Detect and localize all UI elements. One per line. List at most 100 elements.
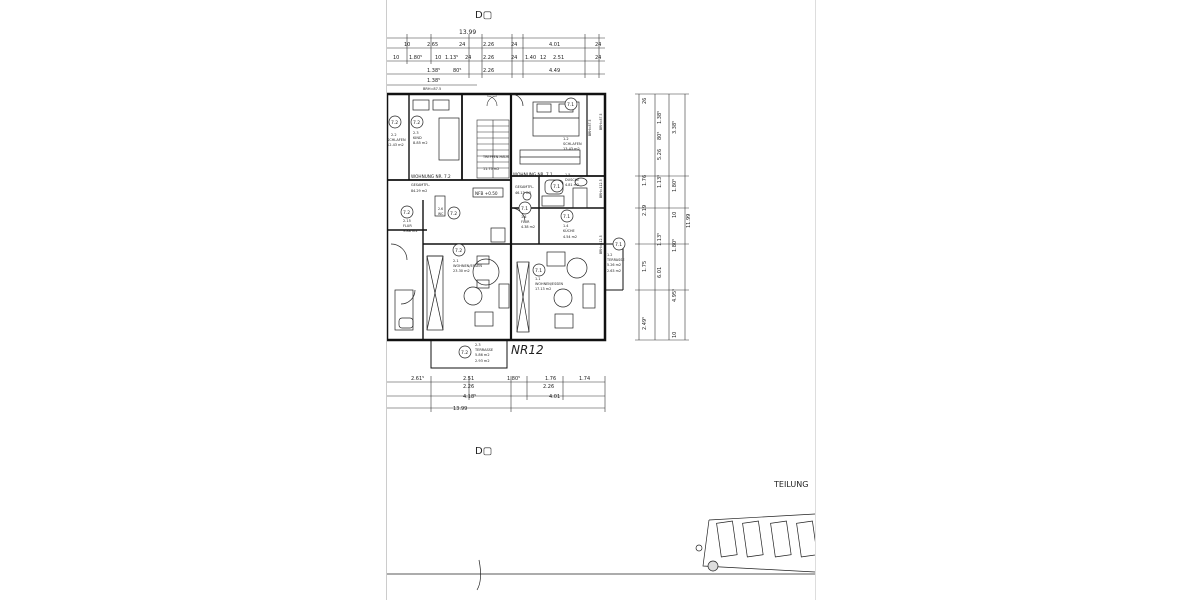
top-dim-v: 4.49 bbox=[549, 68, 560, 74]
circle-71-terrasse: 7.1 bbox=[615, 242, 622, 248]
r72-wohnen-num: 2.1 bbox=[453, 259, 459, 263]
circle-71-dusche: 7.1 bbox=[553, 184, 560, 190]
furniture bbox=[390, 93, 596, 333]
bottom-dim-a: 2.61⁵ bbox=[411, 376, 424, 382]
apt-71-total-title: GESAMTFL. bbox=[515, 185, 534, 189]
r72-terrasse-area2: 2.93 m2 bbox=[475, 359, 490, 363]
top-dim-s: 1.38⁵ bbox=[427, 68, 440, 74]
right-dim-mid-e: 4.95⁵ bbox=[672, 289, 678, 302]
walls bbox=[387, 92, 624, 369]
r72-kind-name: KIND bbox=[413, 136, 422, 140]
right-dim-mid-a: 3.38⁵ bbox=[672, 121, 678, 134]
nfb-level: NFB +0.50 bbox=[475, 191, 498, 196]
stair-area: 11.75 m2 bbox=[483, 167, 499, 171]
circle-72-schlafen: 7.2 bbox=[391, 120, 398, 126]
circle-72-kind: 7.2 bbox=[413, 120, 420, 126]
r72-schlafen-area: 12.43 m2 bbox=[387, 143, 404, 147]
r71-terrasse-area: 5.26 m2 bbox=[607, 263, 621, 267]
right-dim-inner-a: 26 bbox=[642, 98, 648, 104]
bottom-dim-e: 1.74 bbox=[579, 376, 590, 382]
brh-d: BRH=112.5 bbox=[599, 235, 603, 254]
circle-71-wohnen: 7.1 bbox=[535, 268, 542, 274]
r71-terrasse-num: 1.2 bbox=[607, 253, 612, 257]
r71-terrasse-name: TERRASSE bbox=[606, 258, 625, 262]
handwritten-nr: NR12 bbox=[511, 343, 544, 357]
r72-wc-num: 2.6 bbox=[438, 207, 443, 211]
r71-wohnen-name: WOHNEN/ESSEN bbox=[535, 282, 564, 286]
right-dim-inner-e: 2.49⁵ bbox=[642, 317, 648, 330]
right-dim-small-c: 1.13⁵ bbox=[657, 233, 663, 246]
partial-site-plan bbox=[387, 513, 815, 591]
floor-plan-drawing: D▢ 13.99 10 2.65 24 2.26 24 4.01 24 10 1… bbox=[387, 10, 815, 591]
r72-wc-name: WC bbox=[438, 212, 444, 216]
apt-72-total-title: GESAMTFL. bbox=[411, 183, 430, 187]
right-dim-mid-c: 10 bbox=[672, 212, 678, 218]
bottom-dim-f: 2.26 bbox=[463, 384, 474, 390]
right-dim-small-d: 1.38⁵ bbox=[657, 111, 663, 124]
bottom-section-marker: D▢ bbox=[475, 446, 492, 457]
right-dim-mid-d: 1.80⁵ bbox=[672, 239, 678, 252]
top-section-marker: D▢ bbox=[475, 10, 492, 21]
circle-72-wohnen: 7.2 bbox=[455, 248, 462, 254]
top-dim-r: 24 bbox=[595, 55, 601, 61]
r72-kind-area: 8.85 m2 bbox=[413, 141, 428, 145]
r71-schlafen-area: 13.43 m2 bbox=[563, 147, 580, 151]
right-dim-small-a: 5.26 bbox=[657, 149, 663, 160]
top-dimension-chain bbox=[387, 34, 605, 86]
bottom-dim-d: 1.76 bbox=[545, 376, 556, 382]
bottom-dimension-chain bbox=[387, 376, 606, 412]
right-dim-inner-d: 6.01 bbox=[657, 267, 663, 278]
top-dim-b: 2.65 bbox=[427, 42, 438, 48]
top-dim-t: 80⁵ bbox=[453, 68, 461, 74]
r71-dusche-name: DUSCHE bbox=[565, 178, 579, 182]
apt-72-label: WOHNUNG NR. 7.2 bbox=[411, 174, 451, 179]
r72-schlafen-name: SCHLAFEN bbox=[387, 138, 406, 142]
r71-kueche-area: 4.54 m2 bbox=[563, 235, 577, 239]
top-dim-j: 10 bbox=[435, 55, 441, 61]
right-dim-mid-f: 10 bbox=[672, 332, 678, 338]
staircase bbox=[476, 95, 510, 179]
right-dim-inner-c: 1.75 bbox=[642, 261, 648, 272]
top-dim-q: 2.51 bbox=[553, 55, 564, 61]
plan-sheet: D▢ 13.99 10 2.65 24 2.26 24 4.01 24 10 1… bbox=[386, 0, 816, 600]
bottom-dim-g: 2.26 bbox=[543, 384, 554, 390]
r72-wohnen-name: WOHNEN/ESSEN bbox=[453, 264, 482, 268]
stair-label: TREPPEN-HAUS bbox=[482, 155, 509, 159]
circle-72-terrasse: 7.2 bbox=[461, 350, 468, 356]
r71-kueche-num: 1.4 bbox=[563, 224, 568, 228]
r71-schlafen-name: SCHLAFEN bbox=[563, 142, 582, 146]
top-total-dim: 13.99 bbox=[459, 29, 476, 36]
top-dim-k: 1.13⁵ bbox=[445, 55, 458, 61]
top-dim-e: 24 bbox=[511, 42, 517, 48]
top-dim-g: 24 bbox=[595, 42, 601, 48]
r71-dusche-area: 4.81 m2 bbox=[565, 183, 579, 187]
r71-wohnen-area: 17.13 m2 bbox=[535, 287, 551, 291]
r72-flur-num: 2.15 bbox=[403, 219, 411, 223]
r72-schlafen-num: 2.2 bbox=[391, 133, 397, 137]
right-dim-small-b: 1.13⁵ bbox=[657, 175, 663, 188]
right-dim-mid-b: 1.80⁵ bbox=[672, 179, 678, 192]
right-dim-outer: 11.99 bbox=[686, 214, 692, 228]
circle-71-flur: 7.1 bbox=[521, 206, 528, 212]
teilung-label: TEILUNG bbox=[773, 480, 808, 489]
r71-wohnen-num: 1.1 bbox=[535, 277, 540, 281]
r72-kind-num: 2.3 bbox=[413, 131, 419, 135]
top-dim-u: 2.26 bbox=[483, 68, 494, 74]
bottom-dim-c: 1.80⁵ bbox=[507, 376, 520, 382]
top-dim-o: 1.40 bbox=[525, 55, 536, 61]
top-dim-f: 4.01 bbox=[549, 42, 560, 48]
r71-flur-num: 1.6 bbox=[521, 215, 526, 219]
r71-flur-name: FLUR bbox=[521, 220, 530, 224]
top-brh: BRH=87.5 bbox=[423, 87, 441, 91]
top-dim-n: 24 bbox=[511, 55, 517, 61]
r71-kueche-name: KÜCHE bbox=[563, 228, 575, 233]
apt-71-total-area: 46.13 m2 bbox=[515, 191, 531, 195]
bottom-total-dim: 13.99 bbox=[453, 406, 467, 412]
r72-flur-name: FLUR bbox=[403, 224, 412, 228]
apt-72-total-area: 84.29 m2 bbox=[411, 189, 427, 193]
room-circles bbox=[388, 97, 626, 359]
bottom-dim-i: 4.01 bbox=[549, 394, 560, 400]
circle-72-wc: 7.2 bbox=[450, 211, 457, 217]
r71-flur-area: 4.38 m2 bbox=[521, 225, 535, 229]
right-dim-small-e: 80⁵ bbox=[657, 132, 663, 140]
